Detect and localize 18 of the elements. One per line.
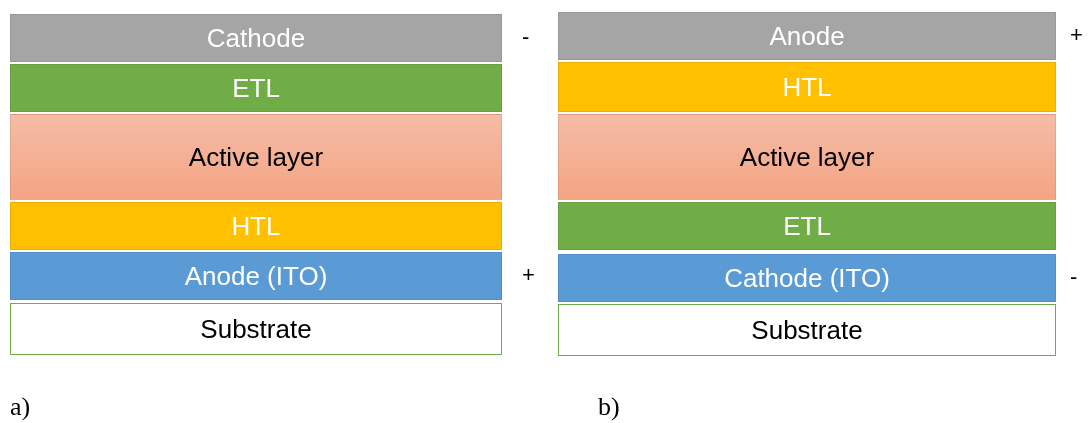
- electron-transport-layer: ETL: [10, 64, 502, 112]
- active-layer: Active layer: [10, 114, 502, 200]
- electron-transport-layer: ETL: [558, 202, 1056, 250]
- polarity-sign: -: [1070, 264, 1078, 290]
- active-layer: Active layer: [558, 114, 1056, 200]
- cathode-layer: Cathode: [10, 14, 502, 62]
- panel-label: b): [598, 392, 620, 422]
- anode-layer: Anode: [558, 12, 1056, 60]
- anode-layer: Anode (ITO): [10, 252, 502, 300]
- polarity-sign: +: [522, 262, 535, 288]
- cathode-layer: Cathode (ITO): [558, 254, 1056, 302]
- substrate-layer: Substrate: [558, 304, 1056, 356]
- polarity-sign: +: [1070, 22, 1083, 48]
- panel-label: a): [10, 392, 31, 422]
- polarity-sign: -: [522, 24, 530, 50]
- hole-transport-layer: HTL: [558, 62, 1056, 112]
- hole-transport-layer: HTL: [10, 202, 502, 250]
- substrate-layer: Substrate: [10, 303, 502, 355]
